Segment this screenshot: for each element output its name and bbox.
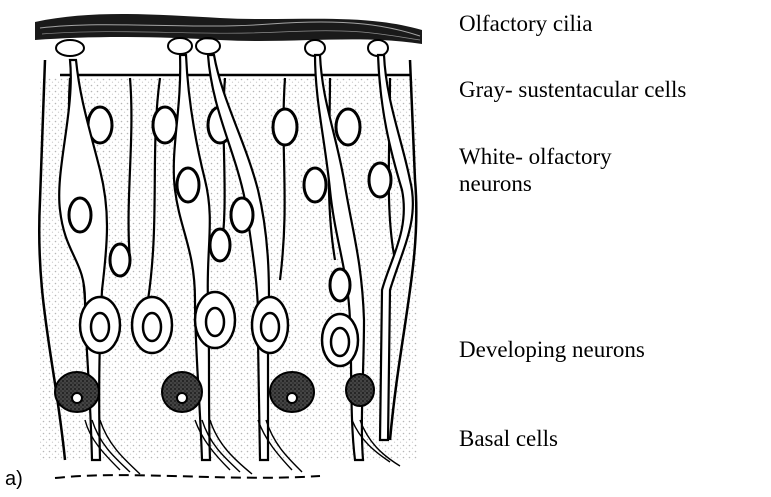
panel-label: a): [5, 468, 23, 491]
basement-membrane: [55, 475, 320, 478]
label-developing-neurons: Developing neurons: [459, 336, 645, 363]
label-basal-cells: Basal cells: [459, 425, 558, 452]
label-olfactory-cilia: Olfactory cilia: [459, 10, 592, 37]
label-olfactory-neurons: White- olfactory neurons: [459, 143, 612, 197]
olfactory-epithelium-drawing: [30, 0, 425, 497]
label-sustentacular-cells: Gray- sustentacular cells: [459, 76, 686, 103]
cilia-layer: [35, 14, 422, 56]
